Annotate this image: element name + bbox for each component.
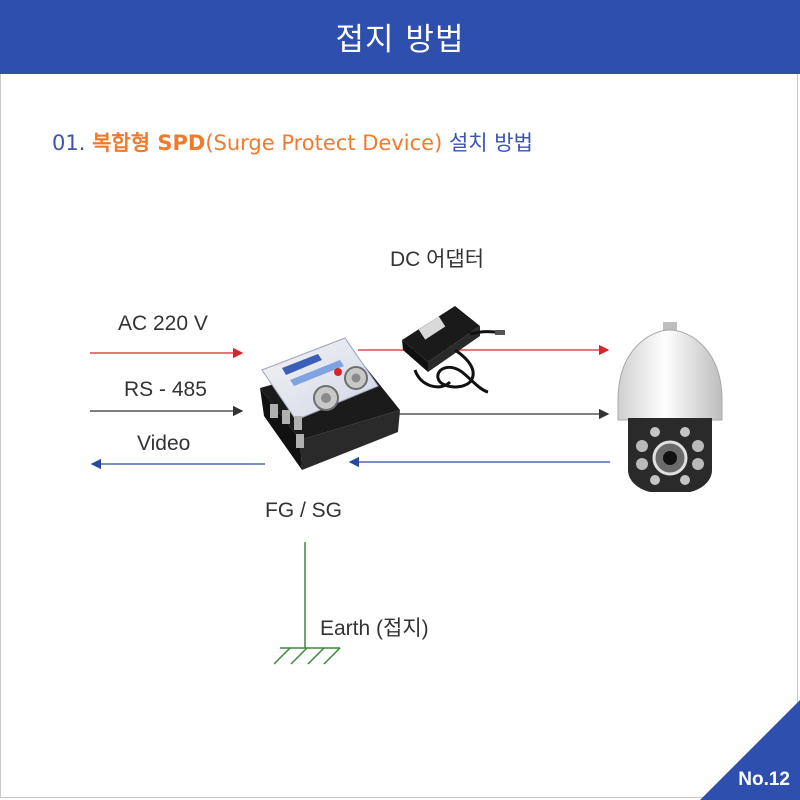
fg-sg-label: FG / SG (265, 499, 342, 523)
earth-label: Earth (접지) (320, 612, 429, 642)
ac-label: AC 220 V (118, 312, 208, 336)
ptz-dome-camera-icon (618, 322, 722, 492)
dc-adapter-label: DC 어댑터 (390, 243, 484, 273)
dc-adapter-icon (402, 306, 505, 392)
video-label: Video (137, 432, 190, 456)
rs485-label: RS - 485 (124, 378, 207, 402)
ground-symbol-icon (274, 648, 340, 664)
page-number: No.12 (738, 769, 790, 791)
surge-protector-device-icon (260, 338, 400, 470)
